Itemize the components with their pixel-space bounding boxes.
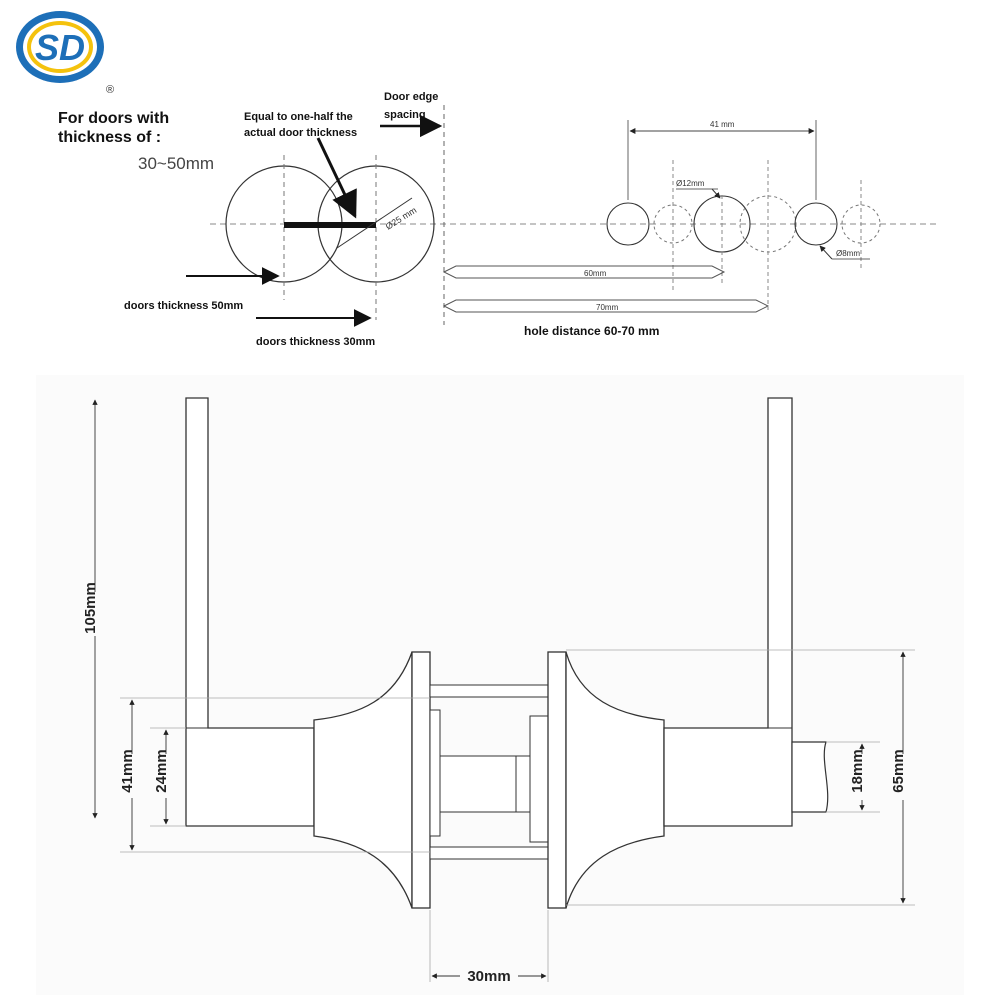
thick30-label: doors thickness 30mm — [256, 336, 375, 348]
w30-label: 30mm — [467, 968, 510, 985]
registered-mark: ® — [106, 84, 114, 96]
hole-distance-label: hole distance 60-70 mm — [524, 324, 659, 338]
thickness-range: 30~50mm — [138, 154, 214, 173]
h18-label: 18mm — [849, 749, 866, 792]
d12-label: Ø12mm — [676, 179, 705, 188]
half-note-line2: actual door thickness — [244, 127, 357, 139]
lever-dimensions-drawing: 105mm 41mm 24mm 18mm 65mm 30mm — [36, 375, 964, 995]
title-line2: thickness of : — [58, 129, 161, 146]
brand-logo: SD ® — [16, 11, 114, 96]
door-thickness-diagram: For doors with thickness of : 30~50mm Ø2… — [58, 91, 940, 348]
h105-label: 105mm — [82, 582, 99, 634]
dim70-label: 70mm — [596, 303, 619, 312]
h65-label: 65mm — [890, 749, 907, 792]
dim60-label: 60mm — [584, 269, 607, 278]
d8-label: Ø8mm — [836, 249, 860, 258]
dim41-label: 41 mm — [710, 120, 735, 129]
half-note-line1: Equal to one-half the — [244, 111, 353, 123]
thick50-label: doors thickness 50mm — [124, 300, 243, 312]
h41-label: 41mm — [119, 749, 136, 792]
logo-text: SD — [35, 27, 85, 68]
diameter-25-label: Ø25 mm — [384, 205, 419, 232]
door-edge-line2: spacing — [384, 109, 426, 121]
h24-label: 24mm — [153, 749, 170, 792]
door-edge-line1: Door edge — [384, 91, 438, 103]
title-line1: For doors with — [58, 110, 169, 127]
